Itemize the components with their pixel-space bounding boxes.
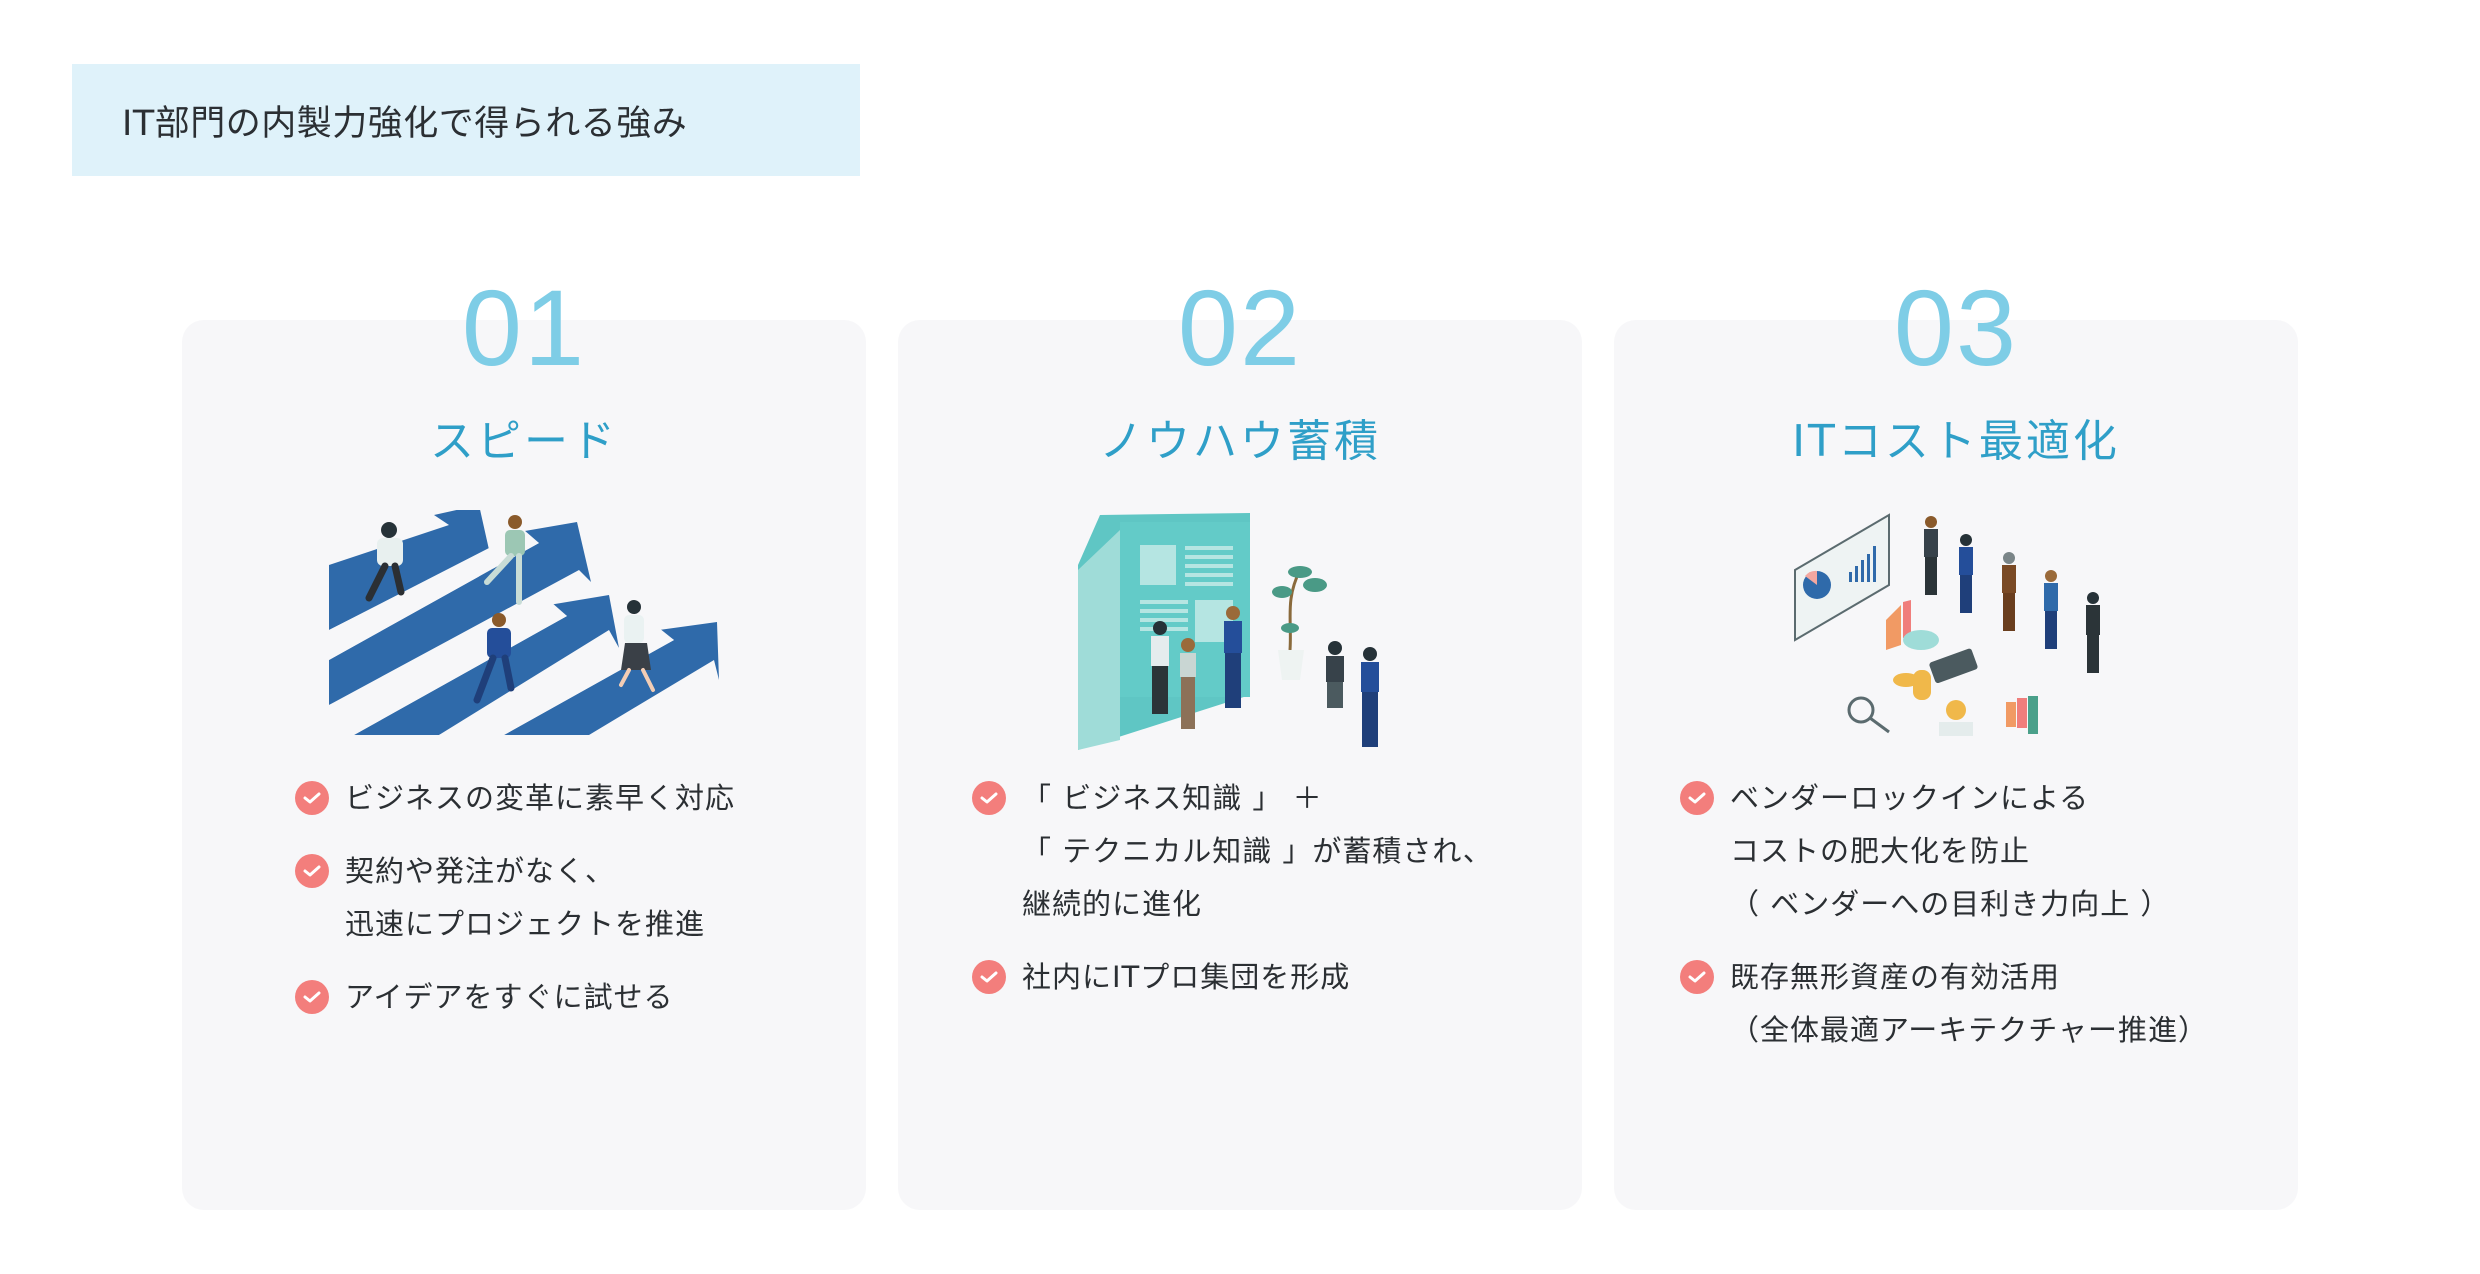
list-item: ベンダーロックインによる コストの肥大化を防止 （ ベンダーへの目利き力向上 ） bbox=[1680, 772, 2208, 931]
check-icon bbox=[1680, 781, 1714, 815]
page-title: IT部門の内製力強化で得られる強み bbox=[122, 103, 688, 144]
check-icon bbox=[972, 781, 1006, 815]
book-and-people-illustration-icon bbox=[1070, 510, 1410, 759]
check-icon bbox=[295, 781, 329, 815]
benefit-list: ビジネスの変革に素早く対応 契約や発注がなく、 迅速にプロジェクトを推進 アイデ… bbox=[295, 772, 735, 1044]
card-number: 02 bbox=[1177, 267, 1303, 388]
page-title-banner: IT部門の内製力強化で得られる強み bbox=[72, 64, 860, 176]
list-item: アイデアをすぐに試せる bbox=[295, 971, 735, 1024]
running-arrows-illustration-icon bbox=[329, 505, 719, 739]
check-icon bbox=[295, 980, 329, 1014]
list-item: ビジネスの変革に素早く対応 bbox=[295, 772, 735, 825]
card-heading: ノウハウ蓄積 bbox=[1099, 416, 1381, 467]
card-speed: 01 スピード bbox=[182, 268, 866, 1210]
list-item: 社内にITプロ集団を形成 bbox=[972, 951, 1493, 1004]
list-item: 契約や発注がなく、 迅速にプロジェクトを推進 bbox=[295, 845, 735, 951]
check-icon bbox=[295, 854, 329, 888]
card-number: 01 bbox=[461, 267, 587, 388]
card-knowhow: 02 ノウハウ蓄積 bbox=[898, 268, 1582, 1210]
card-heading: スピード bbox=[430, 416, 618, 467]
check-icon bbox=[1680, 960, 1714, 994]
benefit-list: 「 ビジネス知識 」 ＋ 「 テクニカル知識 」が蓄積され、 継続的に進化 社内… bbox=[972, 772, 1493, 1024]
benefit-list: ベンダーロックインによる コストの肥大化を防止 （ ベンダーへの目利き力向上 ）… bbox=[1680, 772, 2208, 1077]
card-heading: ITコスト最適化 bbox=[1792, 416, 2120, 467]
check-icon bbox=[972, 960, 1006, 994]
business-analytics-illustration-icon bbox=[1791, 510, 2121, 759]
card-it-cost: 03 ITコスト最適化 bbox=[1614, 268, 2298, 1210]
card-number: 03 bbox=[1893, 267, 2019, 388]
list-item: 既存無形資産の有効活用 （全体最適アーキテクチャー推進） bbox=[1680, 951, 2208, 1057]
list-item: 「 ビジネス知識 」 ＋ 「 テクニカル知識 」が蓄積され、 継続的に進化 bbox=[972, 772, 1493, 931]
